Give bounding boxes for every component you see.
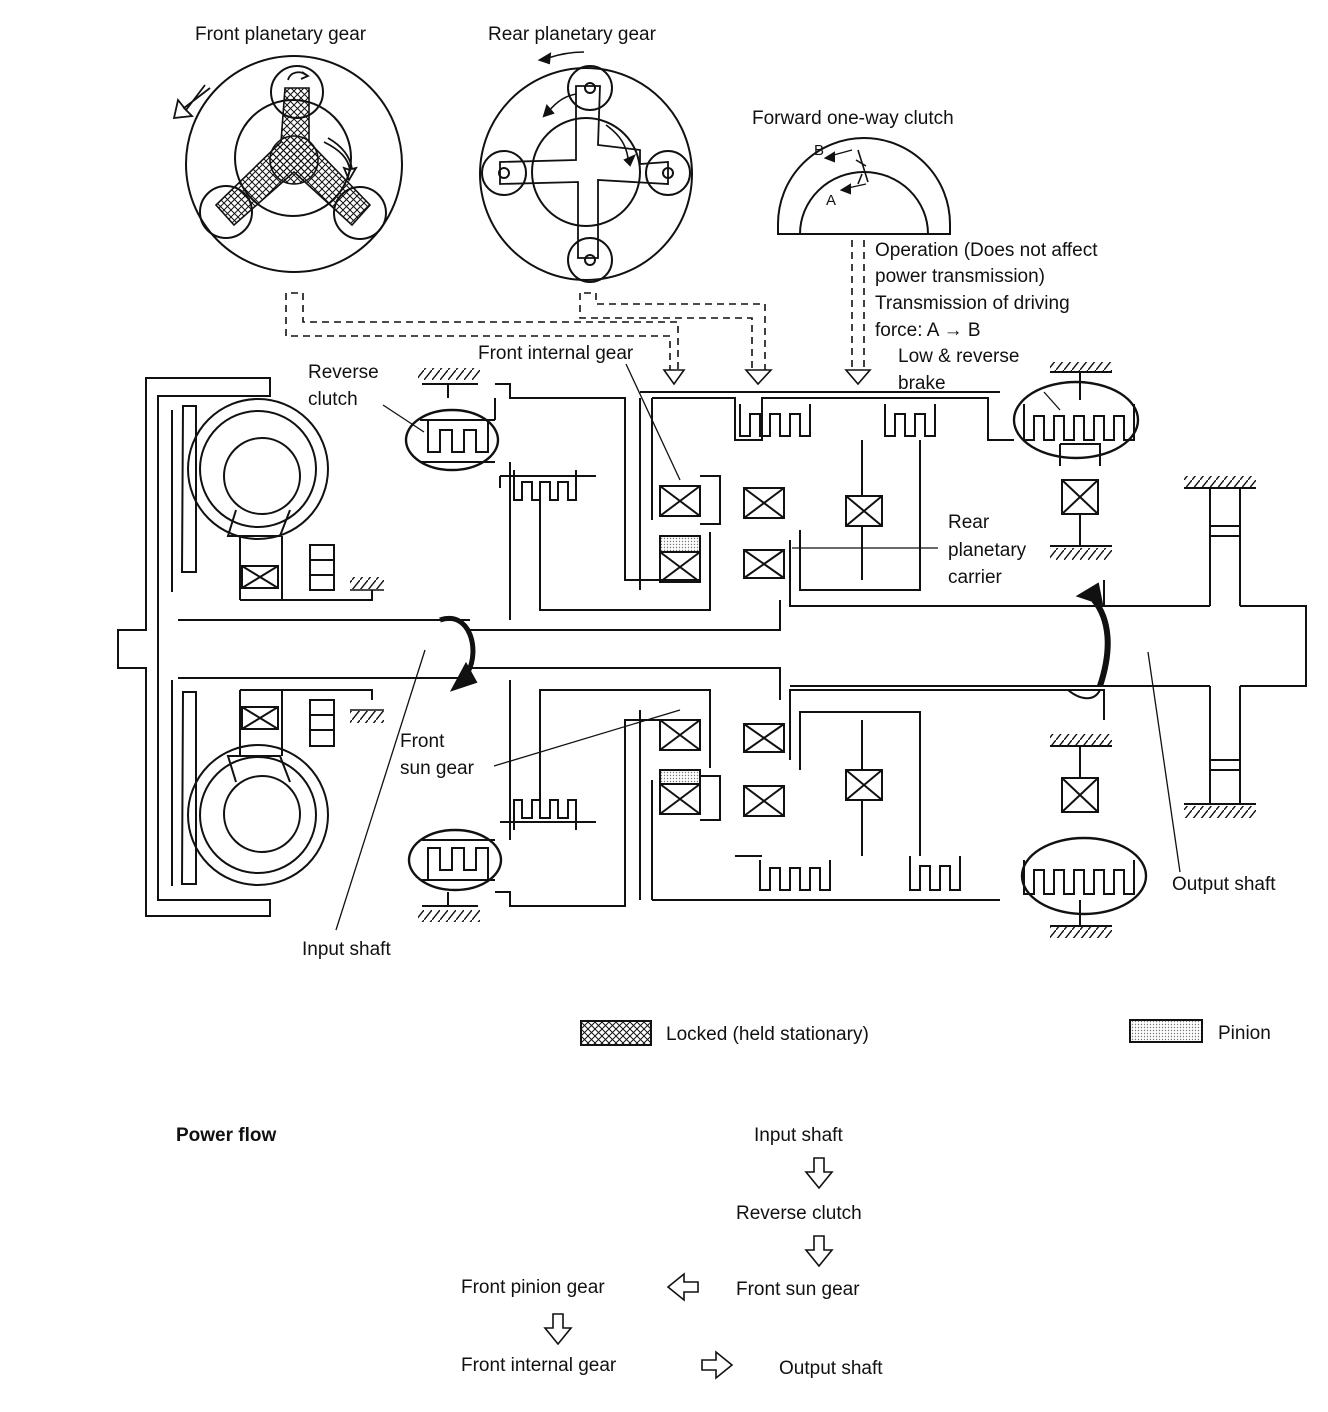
reverse-clutch-drum <box>420 383 711 907</box>
label-output-shaft: Output shaft <box>1172 874 1276 895</box>
front-planetary-section <box>639 398 721 900</box>
power-flow-title: Power flow <box>176 1125 277 1146</box>
output-shaft <box>790 487 1307 805</box>
legend-locked-label: Locked (held stationary) <box>666 1024 869 1045</box>
label-operation-line-1: Operation (Does not affect <box>875 240 1098 261</box>
front-planetary-gear-figure <box>172 55 403 273</box>
label-reverse-clutch-line-2: clutch <box>308 389 358 410</box>
power-flow-front-internal-gear: Front internal gear <box>461 1355 617 1376</box>
rotation-arrow-icon <box>1067 582 1111 700</box>
flow-arrow-left-icon <box>666 1272 699 1302</box>
power-flow-front-pinion-gear: Front pinion gear <box>461 1277 605 1298</box>
label-low-reverse-brake-line-1: Low & reverse <box>898 346 1019 367</box>
label-operation-line-2: power transmission) <box>875 266 1045 287</box>
label-front-sun-gear-line-1: Front <box>400 731 445 752</box>
dashed-indicator-arrows <box>285 240 865 370</box>
legend-pinion-swatch <box>1129 1019 1203 1043</box>
rear-planetary-section <box>640 391 1105 901</box>
diagram-labels: Front planetary gear Rear planetary gear… <box>176 24 1276 1379</box>
label-forward-one-way-clutch: Forward one-way clutch <box>752 108 954 129</box>
input-shaft <box>178 600 781 700</box>
label-operation-line-3: Transmission of driving <box>875 293 1070 314</box>
flow-arrow-right-icon <box>701 1350 734 1380</box>
label-rear-planetary-gear: Rear planetary gear <box>488 24 657 45</box>
power-flow-input-shaft: Input shaft <box>754 1125 843 1146</box>
label-front-internal-gear: Front internal gear <box>478 343 634 364</box>
label-input-shaft: Input shaft <box>302 939 391 960</box>
label-reverse-clutch-line-1: Reverse <box>308 362 379 383</box>
legend-locked-swatch <box>580 1020 652 1046</box>
legend-pinion-label: Pinion <box>1218 1023 1271 1044</box>
torque-converter <box>117 377 384 917</box>
rotation-arrow-icon <box>439 615 478 692</box>
label-front-sun-gear-line-2: sun gear <box>400 758 475 779</box>
label-low-reverse-brake-line-2: brake <box>898 373 946 394</box>
leader-lines <box>335 363 1181 931</box>
rear-planetary-gear-figure <box>479 51 693 283</box>
label-clutch-point-b: B <box>814 142 824 159</box>
flow-arrow-down-icon <box>804 1235 834 1268</box>
flow-arrow-down-icon <box>543 1313 573 1346</box>
label-clutch-point-a: A <box>826 192 836 209</box>
label-operation-line-4: force: A → B <box>875 320 981 341</box>
label-rear-planetary-carrier-line-3: carrier <box>948 567 1003 588</box>
power-flow-front-sun-gear: Front sun gear <box>736 1279 860 1300</box>
label-rear-planetary-carrier-line-2: planetary <box>948 540 1027 561</box>
label-front-planetary-gear: Front planetary gear <box>195 24 367 45</box>
flow-arrow-down-icon <box>804 1157 834 1190</box>
power-flow-reverse-clutch: Reverse clutch <box>736 1203 862 1224</box>
power-flow-output-shaft: Output shaft <box>779 1358 883 1379</box>
label-rear-planetary-carrier-line-1: Rear <box>948 512 990 533</box>
forward-one-way-clutch-figure <box>777 137 951 235</box>
